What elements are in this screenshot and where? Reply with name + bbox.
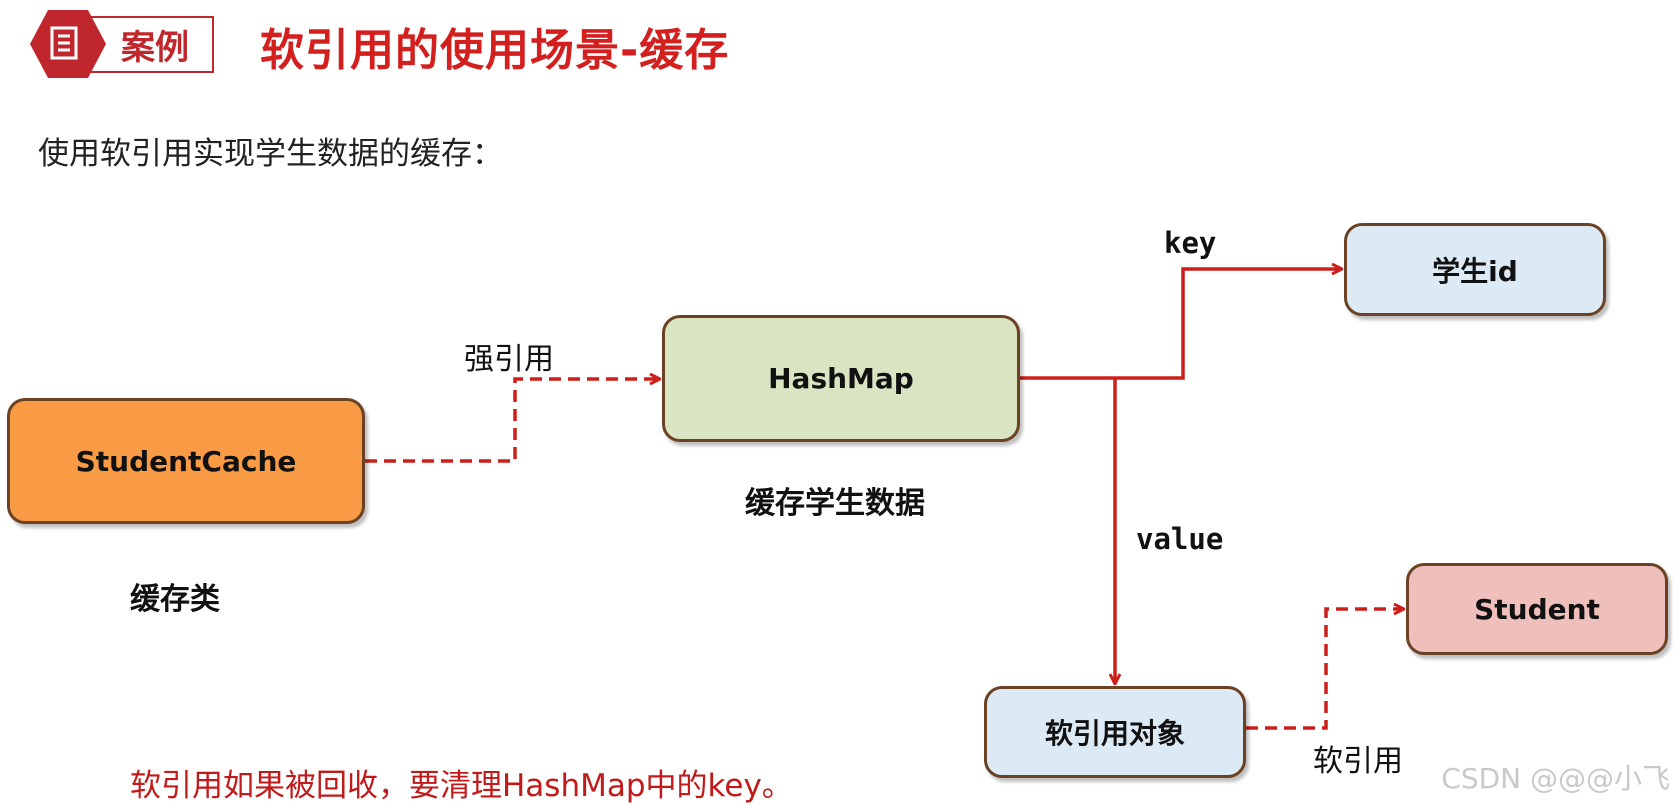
student-id-label: 学生id [1432,254,1518,288]
page-title: 软引用的使用场景-缓存 [260,25,730,76]
page-subtitle: 使用软引用实现学生数据的缓存： [38,136,503,172]
soft-ref-object-node: 软引用对象 [984,686,1246,778]
key-connector [1020,269,1342,380]
student-label: Student [1474,592,1600,626]
soft-ref-label: 软引用 [1313,744,1403,779]
watermark: CSDN @@@小飞 [1441,762,1670,795]
student-cache-label: StudentCache [75,444,297,478]
cache-student-data-label: 缓存学生数据 [745,486,925,521]
case-badge-icon [28,8,108,80]
note-text: 软引用如果被回收，要清理HashMap中的key。 [130,768,793,804]
case-badge: 案例 [82,16,214,73]
hashmap-label: HashMap [768,362,914,395]
case-badge-label: 案例 [121,28,189,68]
cache-class-label: 缓存类 [130,582,220,617]
key-label: key [1164,226,1217,260]
student-cache-node: StudentCache [7,398,365,524]
value-label: value [1136,522,1224,556]
strong-ref-label: 强引用 [464,342,554,377]
student-id-node: 学生id [1344,223,1606,316]
strong-ref-connector [365,379,660,463]
soft-ref-connector [1246,609,1404,730]
soft-ref-object-label: 软引用对象 [1044,717,1185,750]
hashmap-node: HashMap [662,315,1020,442]
student-node: Student [1406,563,1668,655]
